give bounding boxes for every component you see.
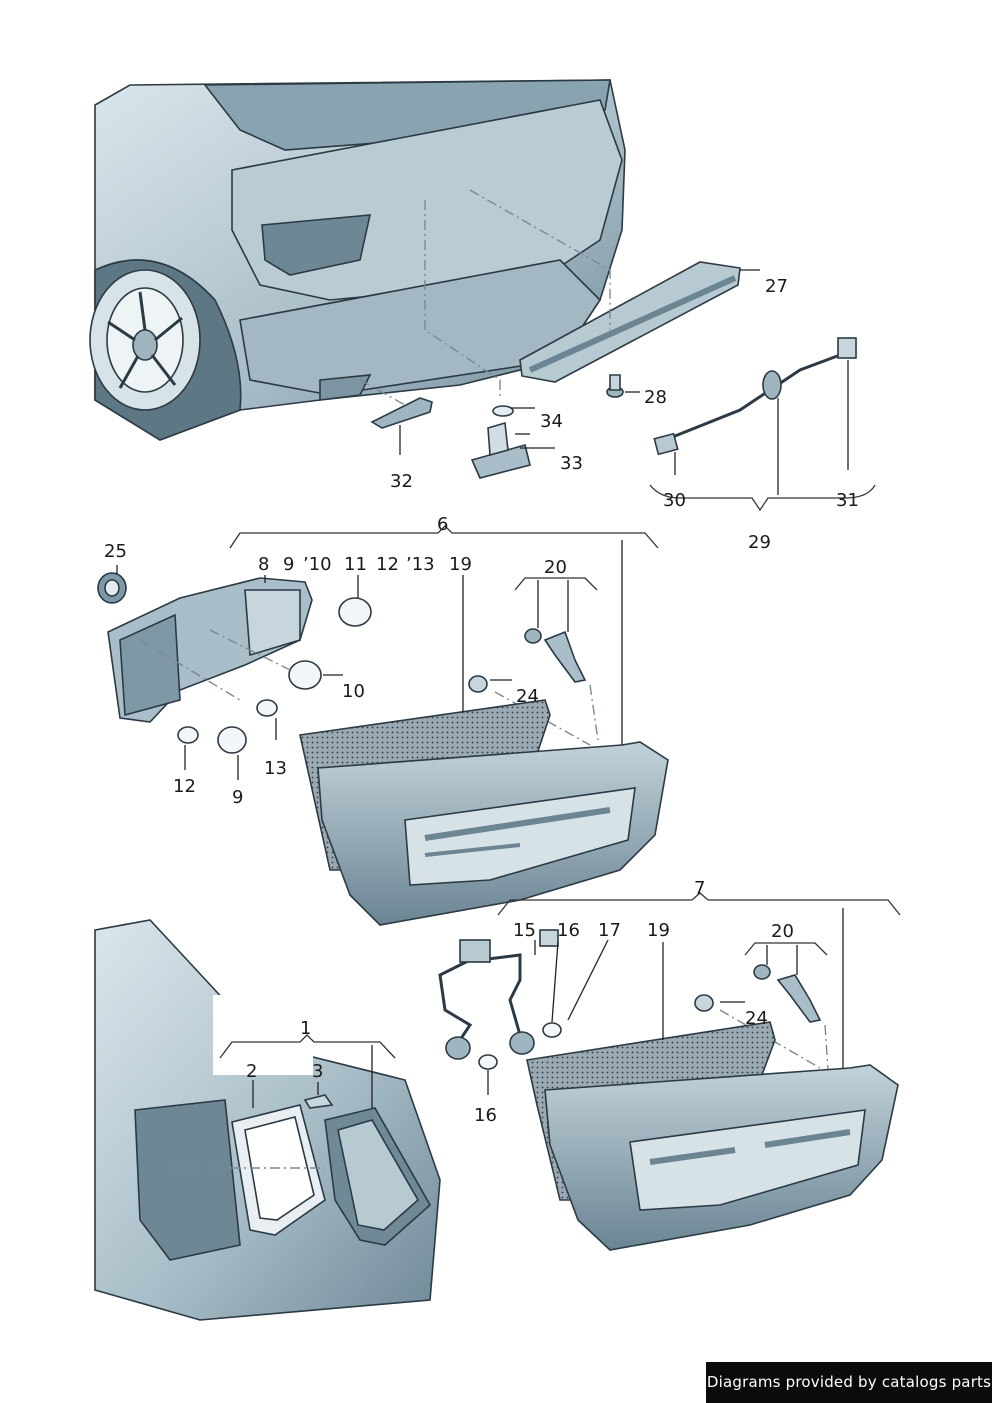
callout-19-top: 19 <box>449 554 472 575</box>
callout-24-bottom: 24 <box>745 1008 768 1029</box>
callout-13-top: ’13 <box>406 554 435 575</box>
callout-1: 1 <box>300 1018 311 1039</box>
callout-11: 11 <box>344 554 367 575</box>
callout-16-bottom: 16 <box>474 1105 497 1126</box>
bulbs <box>177 597 372 754</box>
callout-20-top: 20 <box>544 557 567 578</box>
car-rear-body <box>89 79 626 441</box>
callout-12-top: 12 <box>376 554 399 575</box>
harness-15 <box>438 929 562 1070</box>
callout-33: 33 <box>560 453 583 474</box>
assembly-line <box>589 684 599 741</box>
tail-light-6 <box>317 741 669 926</box>
bulb-carrier-1 <box>324 1107 432 1246</box>
callout-3: 3 <box>312 1061 323 1082</box>
callout-27: 27 <box>765 276 788 297</box>
wiring-harness-29 <box>653 337 857 456</box>
bulb-34 <box>492 405 514 417</box>
third-brake-light <box>519 261 741 383</box>
callout-10-side: 10 <box>342 681 365 702</box>
assembly-line <box>824 1024 829 1071</box>
callout-28: 28 <box>644 387 667 408</box>
leader-lines <box>116 269 901 1108</box>
assembly-line <box>359 379 406 406</box>
callout-8: 8 <box>258 554 269 575</box>
tail-light-7 <box>544 1064 899 1251</box>
callout-30: 30 <box>663 490 686 511</box>
credit-badge: Diagrams provided by catalogs parts <box>706 1362 992 1403</box>
assembly-line <box>469 189 611 330</box>
license-light-33 <box>470 421 531 479</box>
wheel <box>89 269 201 411</box>
callout-20-bottom: 20 <box>771 921 794 942</box>
callout-34: 34 <box>540 411 563 432</box>
clips-upper <box>468 628 587 693</box>
bulb-3 <box>303 1094 334 1109</box>
callout-24-top: 24 <box>516 686 539 707</box>
callout-9-top: 9 <box>283 554 294 575</box>
callout-9-bottom: 9 <box>232 787 243 808</box>
screw-28 <box>606 374 624 398</box>
callout-numbers: 27 28 34 32 33 30 31 29 6 25 8 9 ’10 11 … <box>104 276 859 1126</box>
callout-10-top: ’10 <box>303 554 332 575</box>
callout-12-bottom: 12 <box>173 776 196 797</box>
callout-2: 2 <box>246 1061 257 1082</box>
reflector-32 <box>370 397 433 429</box>
callout-32: 32 <box>390 471 413 492</box>
callout-13-bottom: 13 <box>264 758 287 779</box>
callout-29: 29 <box>748 532 771 553</box>
callout-31: 31 <box>836 490 859 511</box>
callout-16-top: 16 <box>557 920 580 941</box>
callout-6: 6 <box>437 514 448 535</box>
callout-15: 15 <box>513 920 536 941</box>
clips-lower <box>694 964 822 1023</box>
grommet-25 <box>97 572 127 604</box>
callout-19-bottom: 19 <box>647 920 670 941</box>
callout-7: 7 <box>694 878 705 899</box>
bulb-holder-carrier <box>107 577 313 723</box>
callout-25: 25 <box>104 541 127 562</box>
assembly-line <box>424 200 501 400</box>
assembly-line <box>209 629 291 671</box>
callout-17: 17 <box>598 920 621 941</box>
